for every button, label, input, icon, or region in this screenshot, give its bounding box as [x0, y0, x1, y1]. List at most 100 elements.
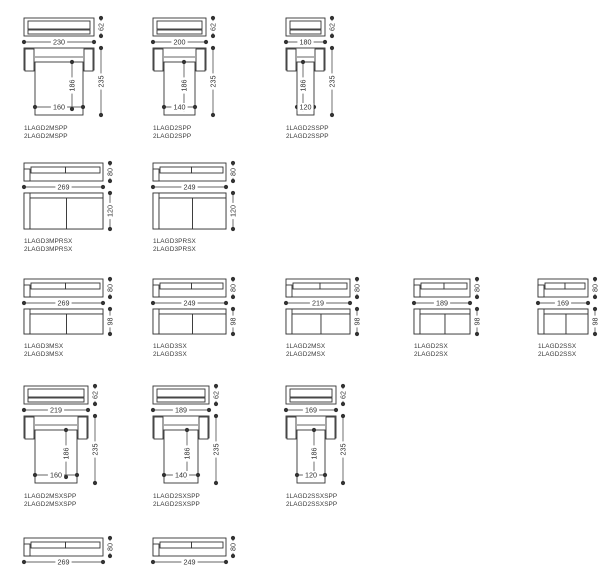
- seat-left: [29, 197, 67, 230]
- dim-bed-width-dot-start: [32, 104, 38, 110]
- sofa-plan-arm: [285, 308, 293, 335]
- model-code: 1LAGD2SSPP: [286, 125, 329, 132]
- dim-depth-label-bg: [106, 315, 114, 328]
- dim-height-dot-start: [354, 276, 360, 282]
- dim-depth-top-label-bg: [328, 21, 336, 33]
- dim-depth-top-label-group: 62: [328, 21, 337, 33]
- dim-depth-dot-start: [230, 306, 236, 312]
- dim-depth-label-group: 120: [106, 202, 115, 220]
- back-cushion-left: [420, 282, 445, 290]
- sofa-plan-arm: [537, 308, 545, 335]
- back-cushion-left: [544, 282, 566, 290]
- sofa-plan-arm: [152, 308, 160, 335]
- seat-right: [66, 197, 104, 230]
- arm-left: [286, 48, 297, 72]
- dim-width-dot-start: [150, 184, 156, 190]
- dim-bed-width-label-bg: [171, 103, 188, 111]
- dim-depth-label-bg: [229, 315, 237, 328]
- dim-width-label-bg: [181, 299, 198, 307]
- dim-bed-width-dot-end: [195, 472, 201, 478]
- back-cushion-left: [159, 166, 192, 174]
- dim-depth-label: 120: [229, 205, 238, 217]
- dim-depth-total-dot-end: [98, 112, 104, 118]
- dim-depth-top-dot-start: [329, 15, 335, 21]
- dim-height-dot-start: [230, 535, 236, 541]
- dim-bed-length-label: 186: [310, 448, 319, 460]
- dim-height-dot-end: [107, 294, 113, 300]
- dim-bed-length-label-group: 186: [68, 77, 77, 94]
- dim-depth-dot-end: [474, 331, 480, 337]
- dim-depth-top-dot-end: [340, 401, 346, 407]
- dim-width-top-dot-start: [283, 39, 289, 45]
- dim-bed-width-label-bg: [302, 471, 320, 479]
- dim-depth-label-group: 98: [353, 315, 362, 328]
- model-code: 2LAGD3MPRSX: [24, 245, 73, 253]
- sofa-1LAGD3MPRSX: 80 269 120: [21, 160, 115, 232]
- dim-width-top-label-bg: [297, 38, 314, 46]
- dim-width-label-group: 219: [309, 299, 327, 308]
- model-code: 2LAGD2MSXSPP: [24, 500, 77, 508]
- dim-depth-label-bg: [229, 202, 237, 220]
- dim-bed-length-label-group: 186: [62, 445, 71, 462]
- dim-bed-length-dot-end: [63, 474, 69, 480]
- back-cushion-left: [292, 282, 321, 290]
- dim-width-dot-end: [223, 300, 229, 306]
- sofa-top-seat: [289, 397, 333, 403]
- model-code: 1LAGD2MSPP: [24, 125, 68, 132]
- dim-bed-length-label-group: 186: [310, 445, 319, 462]
- dim-bed-length-dot-start: [63, 427, 69, 433]
- sofa-top-back: [156, 388, 206, 398]
- dim-depth-total-label-group: 235: [339, 441, 348, 458]
- sofa-plan-arm: [23, 308, 31, 335]
- dim-depth-top-label-group: 62: [339, 389, 348, 401]
- back-cushion-right: [191, 282, 224, 290]
- dim-width-label-bg: [554, 299, 572, 307]
- dim-width-dot-end: [100, 559, 106, 565]
- seat-right: [192, 313, 227, 335]
- dim-bed-width-dot-end: [322, 472, 328, 478]
- dim-width-top-label: 180: [300, 38, 312, 47]
- dim-width-label-group: 269: [55, 183, 72, 192]
- dim-bed-width-label-bg: [47, 471, 65, 479]
- dim-depth-total-dot-start: [329, 45, 335, 51]
- dim-width-top-dot-end: [322, 39, 328, 45]
- dim-height-label-bg: [473, 282, 481, 294]
- dim-depth-label: 98: [229, 318, 238, 326]
- dim-width-top-label: 169: [305, 406, 317, 415]
- dim-height-dot-end: [107, 178, 113, 184]
- dim-height-label: 80: [353, 284, 362, 292]
- dim-depth-top-label-bg: [212, 389, 220, 401]
- dim-height-dot-start: [230, 276, 236, 282]
- dim-width-top-label-bg: [171, 38, 188, 46]
- dim-width-dot-start: [21, 184, 27, 190]
- sofa-plan-back: [152, 308, 227, 315]
- dim-depth-total-dot-start: [210, 45, 216, 51]
- dim-height-label-group: 80: [591, 282, 600, 294]
- dim-width-top-label-bg: [50, 38, 68, 46]
- seat-right: [66, 313, 104, 335]
- dim-height-label: 80: [229, 168, 238, 176]
- dim-depth-total-dot-end: [340, 480, 346, 486]
- dim-width-top-dot-end: [333, 407, 339, 413]
- dim-width-top-label-group: 169: [302, 406, 320, 415]
- dim-height-label: 80: [591, 284, 600, 292]
- dim-bed-length-label-bg: [310, 445, 318, 462]
- bed-mattress: [163, 61, 196, 116]
- dim-depth-total-label-bg: [339, 441, 347, 458]
- dim-bed-length-label-group: 186: [180, 77, 189, 94]
- dim-width-top-dot-end: [203, 39, 209, 45]
- arm-left: [153, 48, 164, 72]
- dim-width-top-dot-end: [206, 407, 212, 413]
- sofa-plan-back: [285, 308, 351, 315]
- dim-height-label-group: 80: [106, 166, 115, 178]
- dim-width-label-bg: [181, 558, 198, 566]
- seat-left: [158, 197, 193, 230]
